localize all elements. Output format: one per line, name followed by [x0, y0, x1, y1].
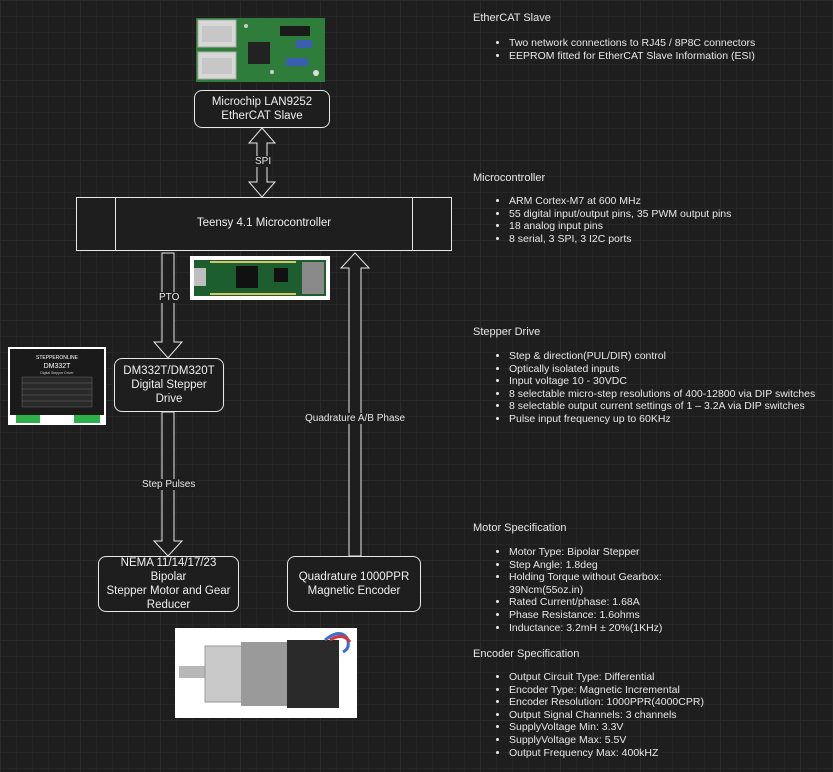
list-item: Output Signal Channels: 3 channels	[509, 709, 704, 722]
list-item: 18 analog input pins	[509, 220, 731, 233]
quadrature-label: Quadrature A/B Phase	[304, 413, 407, 424]
list-item: Step & direction(PUL/DIR) control	[509, 350, 815, 363]
list-item: Pulse input frequency up to 60KHz	[509, 413, 815, 426]
list-item: Input voltage 10 - 30VDC	[509, 375, 815, 388]
teensy-board-image	[190, 256, 330, 300]
mcu-left-divider	[115, 198, 116, 250]
list-item: SupplyVoltage Max: 5.5V	[509, 734, 704, 747]
list-item: EEPROM fitted for EtherCAT Slave Informa…	[509, 50, 755, 63]
section-title-encoder: Encoder Specification	[473, 648, 580, 660]
pto-label: PTO	[158, 292, 181, 303]
stepper-drive-label: DM332T/DM320T Digital Stepper Drive	[123, 365, 215, 405]
stepper-motor-node[interactable]: NEMA 11/14/17/23 Bipolar Stepper Motor a…	[98, 556, 239, 612]
motor-image	[175, 628, 357, 718]
mcu-right-divider	[412, 198, 413, 250]
list-item: Encoder Resolution: 1000PPR(4000CPR)	[509, 696, 704, 709]
section-title-ethercat: EtherCAT Slave	[473, 12, 551, 24]
list-item: Output Circuit Type: Differential	[509, 671, 704, 684]
step-pulses-label: Step Pulses	[141, 479, 197, 490]
list-item: Optically isolated inputs	[509, 363, 815, 376]
section-list-microcontroller: ARM Cortex-M7 at 600 MHz 55 digital inpu…	[495, 195, 731, 245]
list-item: 8 selectable micro-step resolutions of 4…	[509, 388, 815, 401]
spi-label: SPI	[254, 156, 273, 167]
list-item: Two network connections to RJ45 / 8P8C c…	[509, 37, 755, 50]
list-item: Inductance: 3.2mH ± 20%(1KHz)	[509, 622, 729, 635]
drive-subtitle-text: Digital Stepper Driver	[40, 371, 74, 375]
lan9252-board-image	[196, 18, 325, 82]
section-list-stepper-drive: Step & direction(PUL/DIR) control Optica…	[495, 350, 815, 426]
section-title-stepper-drive: Stepper Drive	[473, 326, 541, 338]
teensy-node[interactable]: Teensy 4.1 Microcontroller	[76, 197, 452, 251]
section-list-ethercat: Two network connections to RJ45 / 8P8C c…	[495, 37, 755, 62]
list-item: 8 serial, 3 SPI, 3 I2C ports	[509, 233, 731, 246]
quadrature-arrow	[339, 252, 371, 557]
list-item: Encoder Type: Magnetic Incremental	[509, 684, 704, 697]
list-item: Rated Current/phase: 1.68A	[509, 596, 729, 609]
list-item: Phase Resistance: 1.6ohms	[509, 609, 729, 622]
lan9252-label: Microchip LAN9252 EtherCAT Slave	[211, 96, 313, 122]
teensy-label: Teensy 4.1 Microcontroller	[196, 217, 332, 229]
stepper-drive-image: STEPPERONLINE DM332T Digital Stepper Dri…	[8, 347, 106, 425]
pto-arrow	[152, 252, 184, 359]
list-item: 8 selectable output current settings of …	[509, 400, 815, 413]
list-item: ARM Cortex-M7 at 600 MHz	[509, 195, 731, 208]
stepper-motor-label: NEMA 11/14/17/23 Bipolar Stepper Motor a…	[106, 557, 231, 611]
list-item: Step Angle: 1.8deg	[509, 559, 729, 572]
list-item: 55 digital input/output pins, 35 PWM out…	[509, 208, 731, 221]
list-item: Holding Torque without Gearbox: 39Ncm(55…	[509, 571, 729, 596]
encoder-label: Quadrature 1000PPR Magnetic Encoder	[298, 571, 410, 597]
section-list-encoder: Output Circuit Type: Differential Encode…	[495, 671, 704, 759]
section-title-motor: Motor Specification	[473, 522, 567, 534]
list-item: Motor Type: Bipolar Stepper	[509, 546, 729, 559]
lan9252-node[interactable]: Microchip LAN9252 EtherCAT Slave	[194, 90, 330, 128]
drive-model-text: DM332T	[44, 363, 72, 370]
stepper-drive-node[interactable]: DM332T/DM320T Digital Stepper Drive	[114, 358, 224, 412]
list-item: SupplyVoltage Min: 3.3V	[509, 721, 704, 734]
drive-brand-text: STEPPERONLINE	[36, 355, 79, 361]
encoder-node[interactable]: Quadrature 1000PPR Magnetic Encoder	[287, 556, 421, 612]
section-title-microcontroller: Microcontroller	[473, 172, 546, 184]
section-list-motor: Motor Type: Bipolar Stepper Step Angle: …	[495, 546, 729, 634]
list-item: Output Frequency Max: 400kHZ	[509, 747, 704, 760]
